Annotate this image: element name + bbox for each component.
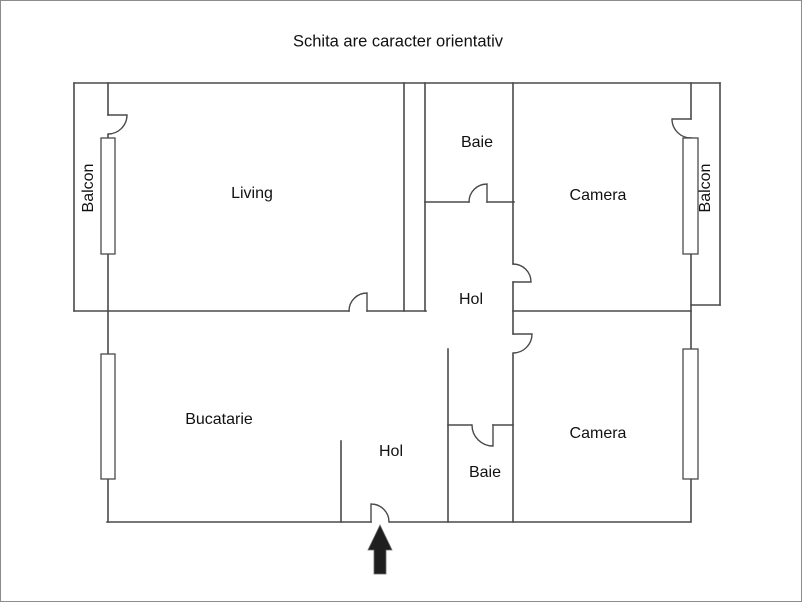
window-camera-bottom <box>682 348 699 480</box>
door-balcony-left <box>107 114 128 135</box>
wall-living-baie-double <box>403 82 426 312</box>
door-entrance <box>370 503 390 523</box>
room-label-living: Living <box>231 185 273 202</box>
windows <box>100 137 699 480</box>
window-balcony-left <box>100 137 116 255</box>
room-label-bucatarie: Bucatarie <box>185 411 253 428</box>
room-label-hol-bottom: Hol <box>378 443 404 460</box>
door-hol-upper <box>512 263 532 283</box>
door-balcony-right <box>671 118 692 139</box>
room-label-balcon-left: Balcon <box>80 163 97 213</box>
window-bucatarie <box>100 353 116 480</box>
room-label-baie-top: Baie <box>460 134 494 151</box>
entrance-arrow-icon <box>367 524 393 575</box>
room-label-balcon-right: Balcon <box>697 163 714 213</box>
doors <box>107 114 692 523</box>
door-hol-lower <box>512 333 533 354</box>
door-living <box>348 292 368 312</box>
door-baie-top <box>468 183 488 203</box>
room-label-camera-bottom: Camera <box>569 425 627 442</box>
room-label-camera-top: Camera <box>569 187 627 204</box>
door-baie-bottom <box>471 424 494 447</box>
room-label-hol-top: Hol <box>458 291 484 308</box>
room-label-baie-bottom: Baie <box>468 464 502 481</box>
plan-title: Schita are caracter orientativ <box>292 32 504 51</box>
window-balcony-right <box>682 137 699 255</box>
